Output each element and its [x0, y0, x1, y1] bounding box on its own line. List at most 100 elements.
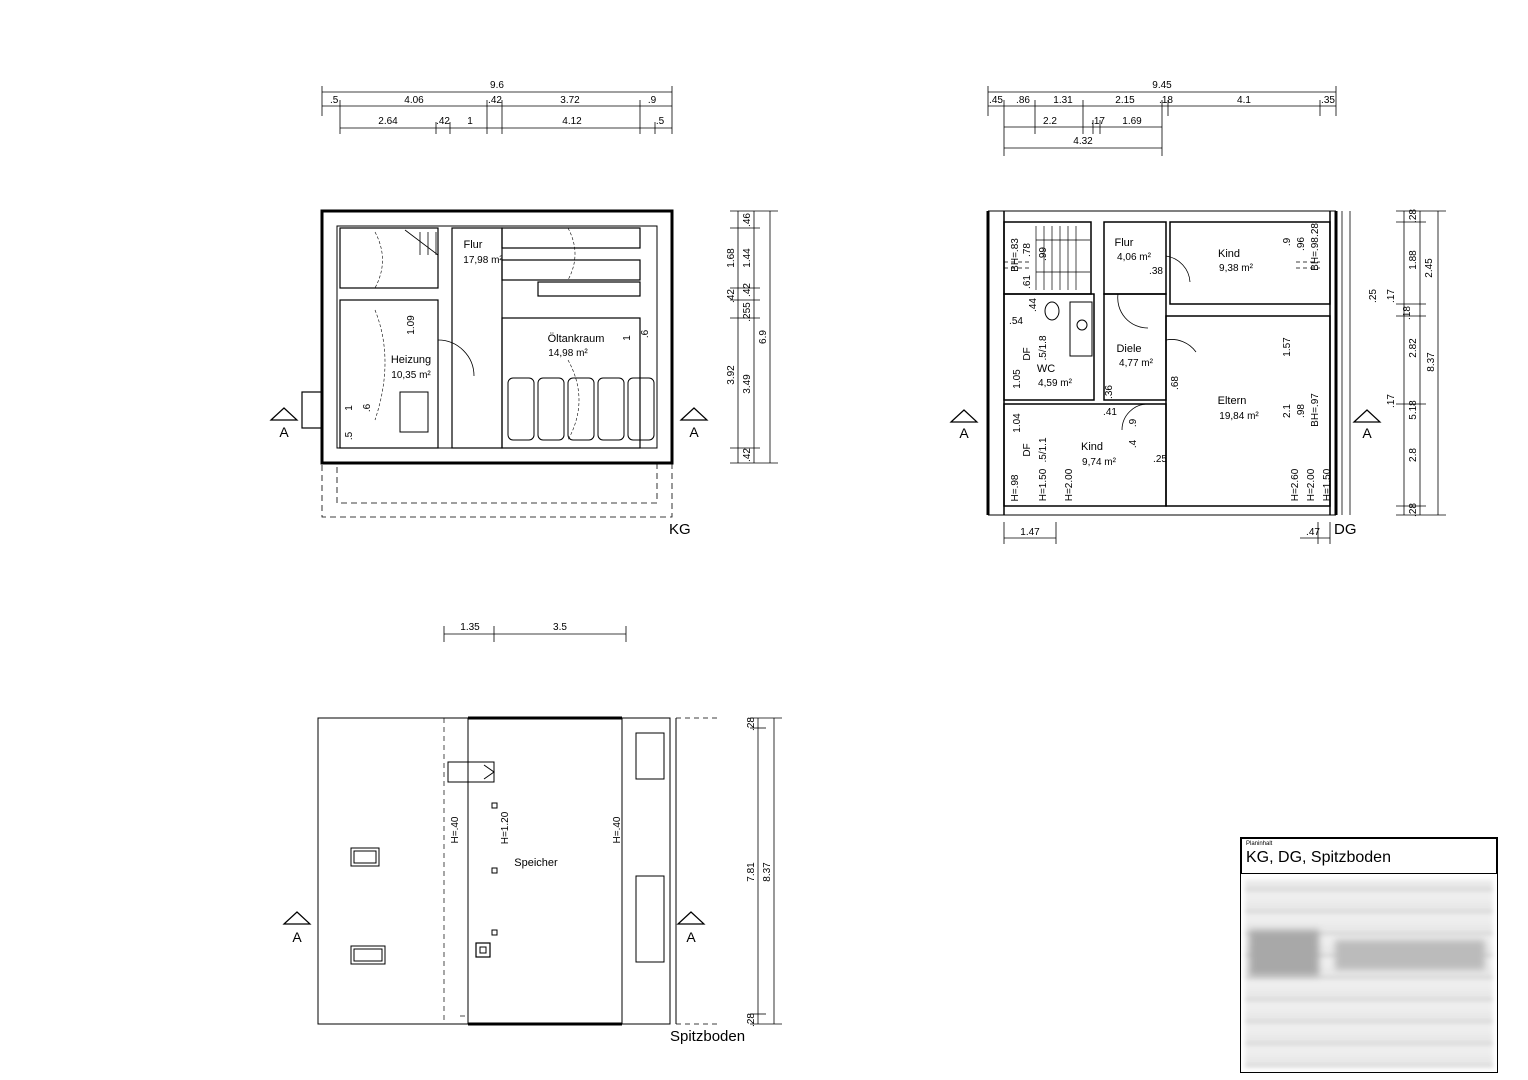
dg-dim: 2.82 [1408, 338, 1419, 358]
sp-dim: .28 [746, 717, 757, 731]
dg-dim: .17 [1386, 394, 1397, 408]
kg-texts: 9.6 .5 4.06 .42 3.72 .9 2.64 .42 1 4.12 … [279, 80, 769, 538]
dg-mark: BH=.83 [1010, 238, 1021, 272]
sp-dim: 1.35 [460, 622, 480, 633]
kg-dim: .9 [648, 95, 657, 106]
kg-room-name: Öltankraum [548, 333, 605, 345]
dg-dim: 2.45 [1424, 258, 1435, 278]
kg-boiler [399, 391, 429, 433]
kg-dim: 1.44 [742, 248, 753, 268]
kg-dim: 1.68 [726, 248, 737, 268]
dg-mark: .41 [1103, 407, 1117, 418]
dg-mark: .99 [1038, 247, 1049, 261]
kg-dim: .42 [488, 95, 502, 106]
dg-mark: H=2.60 [1290, 468, 1301, 501]
sp-dim: 8.37 [762, 862, 773, 882]
dg-mark: 1.04 [1012, 413, 1023, 433]
sp-dim: .28 [746, 1013, 757, 1027]
dg-mark: H=.98 [1010, 474, 1021, 501]
kg-dim: 3.92 [726, 365, 737, 385]
redacted-text [1335, 940, 1485, 970]
kg-room-area: 14,98 m² [548, 348, 588, 359]
kg-dim: 1 [467, 116, 473, 127]
dg-room-name: Kind [1081, 441, 1103, 453]
dg-mark: .9 [1282, 237, 1293, 246]
sp-dimensions-top [443, 626, 627, 642]
dg-mark: .28 [1310, 223, 1321, 237]
dg-dim: 2.15 [1115, 95, 1135, 106]
dg-mark: H=1.50 [1322, 468, 1333, 501]
dg-mark: .61 [1022, 275, 1033, 289]
dg-texts: 9.45 .45 .86 1.31 2.15 .18 4.1 .35 2.2 .… [959, 80, 1437, 538]
dg-mark: .44 [1028, 298, 1039, 312]
dg-dim: 4.1 [1237, 95, 1251, 106]
kg-dim: 3.72 [560, 95, 580, 106]
sp-mark: H=.40 [450, 816, 461, 843]
redacted-logo-icon [1249, 930, 1319, 976]
sp-dimensions-right [750, 717, 782, 1025]
kg-room-area: 10,35 m² [391, 370, 431, 381]
dg-dim: 1.31 [1053, 95, 1073, 106]
kg-room-name: Flur [464, 239, 483, 251]
sp-texts: 1.35 3.5 Speicher H=.40 H=1.20 H=.40 .28… [292, 622, 773, 1045]
dg-dim: 2.8 [1408, 448, 1419, 462]
section-mark: A [292, 929, 302, 945]
dg-mark: .38 [1149, 266, 1163, 277]
dg-mark: .96 [1296, 237, 1307, 251]
dg-mark: 1.05 [1012, 369, 1023, 389]
dg-room-area: 19,84 m² [1219, 411, 1259, 422]
kg-floor-label: KG [669, 521, 691, 538]
kg-dim: .42 [726, 289, 737, 303]
dg-mark: .5/1.8 [1038, 335, 1049, 360]
dg-room-name: Diele [1116, 343, 1141, 355]
dg-mark: H=1.50 [1038, 468, 1049, 501]
kg-dim: .6 [640, 329, 651, 338]
kg-dim: 2.64 [378, 116, 398, 127]
dg-mark: DF [1022, 443, 1033, 456]
dg-dimensions-right [1396, 210, 1446, 516]
title-block: Planinhalt KG, DG, Spitzboden [1240, 837, 1498, 1073]
title-block-redacted [1245, 880, 1493, 1068]
sp-room-name: Speicher [514, 857, 558, 869]
kg-oil-tanks [507, 377, 655, 441]
kg-dim: .5 [344, 431, 355, 440]
kg-dim-total: 9.6 [490, 80, 504, 91]
dg-dim: .17 [1386, 289, 1397, 303]
dg-room-area: 4,59 m² [1038, 378, 1073, 389]
dg-dim: .28 [1408, 209, 1419, 223]
dg-mark: BH=.98 [1310, 237, 1321, 271]
kg-room-area: 17,98 m² [463, 255, 503, 266]
kg-plan [269, 86, 778, 518]
sp-dim: 3.5 [553, 622, 567, 633]
dg-mark: .5/1.1 [1038, 437, 1049, 462]
dg-mark: .98 [1296, 404, 1307, 418]
dg-mark: .36 [1104, 385, 1115, 399]
sp-dim: 7.81 [746, 862, 757, 882]
title-block-header: Planinhalt KG, DG, Spitzboden [1241, 838, 1497, 874]
dg-room-name: Kind [1218, 248, 1240, 260]
dg-room-name: Flur [1115, 237, 1134, 249]
section-mark: A [686, 929, 696, 945]
kg-dim: 1 [344, 405, 355, 411]
dg-dim: 5.18 [1408, 400, 1419, 420]
dg-dim: .18 [1402, 306, 1413, 320]
spitzboden-plan [282, 626, 782, 1026]
dg-dim: .86 [1016, 95, 1030, 106]
dg-stair [1035, 226, 1090, 290]
dg-dim: .35 [1321, 95, 1335, 106]
section-mark: A [959, 425, 969, 441]
section-mark: A [279, 424, 289, 440]
dg-mark: .4 [1128, 439, 1139, 448]
dg-dim-total: 9.45 [1152, 80, 1172, 91]
dg-dim: .47 [1306, 527, 1320, 538]
dg-mark: DF [1022, 347, 1033, 360]
kg-dim: 4.12 [562, 116, 582, 127]
dg-mark: .9 [1128, 418, 1139, 427]
kg-dim: .6 [362, 403, 373, 412]
kg-dim: 1 [622, 335, 633, 341]
dg-dim: 2.2 [1043, 116, 1057, 127]
kg-stair [404, 229, 439, 256]
dg-room-name: Eltern [1218, 395, 1247, 407]
dg-dim: 4.32 [1073, 136, 1093, 147]
